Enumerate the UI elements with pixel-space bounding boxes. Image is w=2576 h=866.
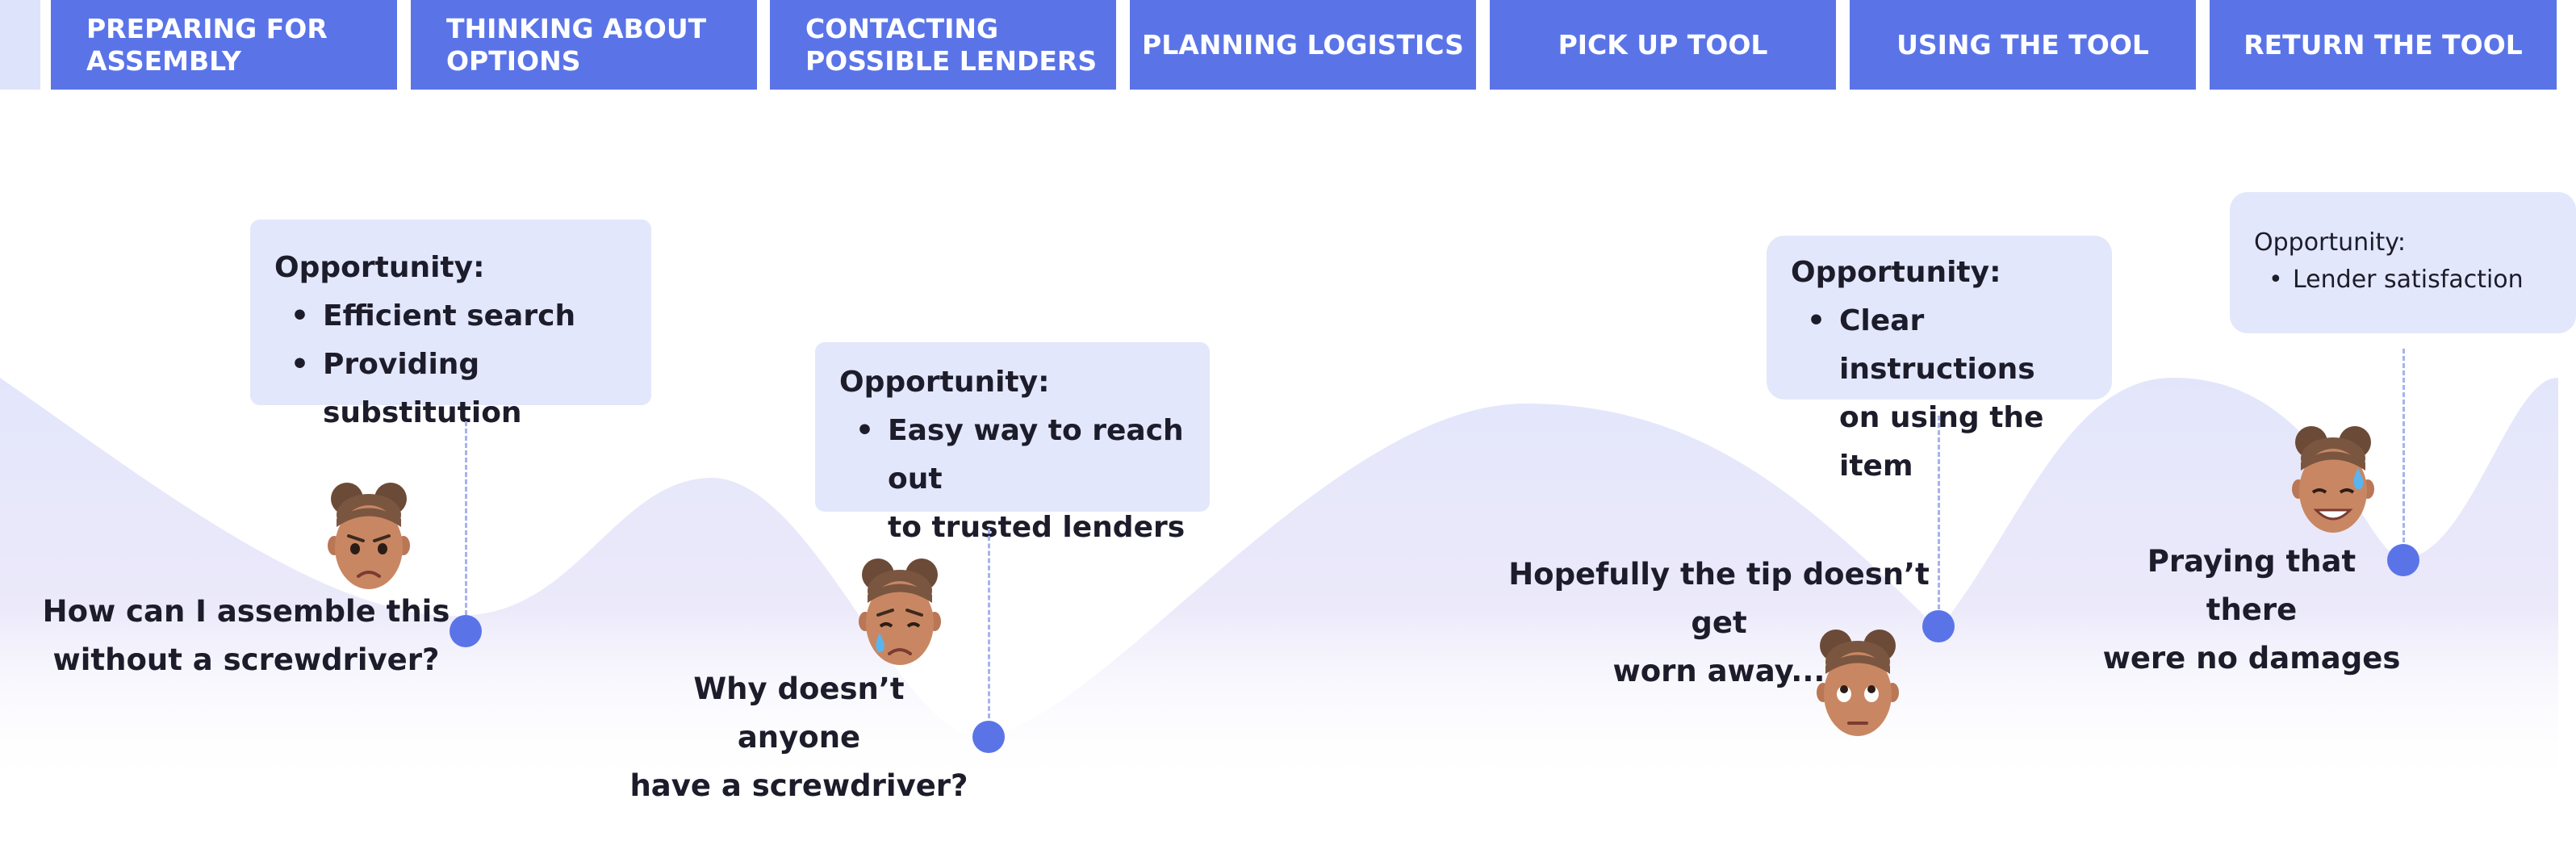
opportunity-box: Opportunity: Lender satisfaction (2230, 192, 2576, 333)
stage-tab-planning: PLANNING LOGISTICS (1130, 0, 1476, 90)
opportunity-item: to trusted lenders (888, 511, 1186, 544)
stage-label: PICK UP TOOL (1558, 28, 1768, 61)
stage-tab-return: RETURN THE TOOL (2210, 0, 2557, 90)
opportunity-title: Opportunity: (2254, 228, 2406, 257)
persona-quote: Hopefully the tip doesn’t get worn away.… (1508, 557, 1930, 688)
opportunity-list: Efficient search Providing substitution (274, 292, 627, 437)
persona-quote: Praying that there were no damages (2102, 544, 2401, 676)
stage-tab-pickup: PICK UP TOOL (1490, 0, 1836, 90)
opportunity-list: Clear instructions on using the item (1791, 297, 2088, 491)
touchpoint-dot (972, 721, 1005, 753)
crying-face-icon (859, 559, 941, 665)
opportunity-title: Opportunity: (1791, 256, 2001, 289)
stage-label: PREPARING FOR ASSEMBLY (86, 12, 328, 77)
opportunity-box: Opportunity: Efficient search Providing … (250, 220, 651, 429)
opportunity-item: Clear instructions (1791, 297, 2088, 394)
stage-tab-preparing: PREPARING FOR ASSEMBLY (51, 0, 397, 90)
opportunity-item: on using the item (1839, 401, 2044, 483)
stage-label: USING THE TOOL (1896, 28, 2149, 61)
opportunity-item: Lender satisfaction (2254, 261, 2552, 299)
worried-face-icon (1817, 630, 1899, 736)
stage-label: CONTACTING POSSIBLE LENDERS (805, 12, 1098, 77)
persona-quote: Why doesn’t anyone have a screwdriver? (629, 671, 968, 803)
stage-tab-stub (0, 0, 40, 90)
stage-tab-contacting: CONTACTING POSSIBLE LENDERS (770, 0, 1116, 90)
persona-quote: How can I assemble this without a screwd… (42, 594, 450, 677)
opportunity-list: Easy way to reach out to trusted lenders (839, 407, 1186, 552)
opportunity-title: Opportunity: (274, 251, 485, 284)
emotion-curve-area (0, 377, 2558, 791)
connector-line (2402, 349, 2405, 542)
opportunity-item: Efficient search (274, 292, 627, 341)
connector-line (1938, 416, 1940, 609)
stage-label: THINKING ABOUT OPTIONS (446, 12, 707, 77)
opportunity-title: Opportunity: (839, 366, 1050, 399)
relieved-smiling-face-icon (2292, 426, 2374, 533)
opportunity-item: Providing substitution (274, 341, 627, 437)
opportunity-list: Lender satisfaction (2254, 261, 2552, 299)
touchpoint-dot (450, 615, 482, 647)
opportunity-box: Opportunity: Easy way to reach out to tr… (815, 342, 1210, 544)
touchpoint-dot (1922, 610, 1955, 642)
stage-tab-using: USING THE TOOL (1850, 0, 2196, 90)
stage-tab-thinking: THINKING ABOUT OPTIONS (411, 0, 757, 90)
opportunity-item: Easy way to reach out (839, 407, 1186, 504)
touchpoint-dot (2387, 544, 2419, 576)
sad-face-icon (328, 483, 410, 589)
stage-label: PLANNING LOGISTICS (1142, 28, 1464, 61)
connector-line (988, 529, 990, 718)
connector-line (465, 421, 467, 615)
stage-label: RETURN THE TOOL (2244, 28, 2523, 61)
opportunity-box: Opportunity: Clear instructions on using… (1767, 236, 2112, 483)
